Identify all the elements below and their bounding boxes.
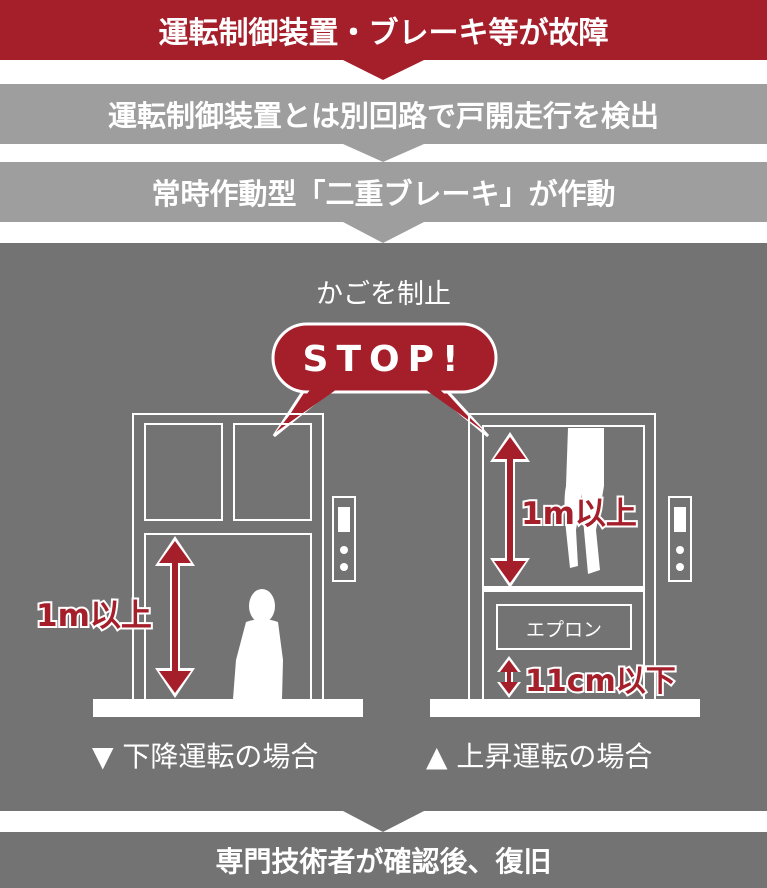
- right-floor: [430, 699, 700, 717]
- caption-stop-car: かごを制止: [316, 279, 451, 310]
- stop-text: STOP!: [303, 339, 467, 380]
- arrow-down-1: [343, 60, 424, 80]
- left-floor: [93, 699, 363, 717]
- descending-case-label: ▼ 下降運転の場合: [92, 740, 319, 773]
- left-measure-label: 1m以上: [36, 598, 152, 634]
- left-measure-arrow: [155, 536, 195, 698]
- final-step-band: 専門技術者が確認後、復旧: [0, 832, 767, 888]
- arrow-down-3: [343, 222, 424, 243]
- step-3-band: 常時作動型「二重ブレーキ」が作動: [0, 162, 767, 222]
- arrow-down-2: [343, 144, 424, 162]
- apron-label: エプロン: [526, 619, 602, 641]
- right-car-floor: [483, 586, 644, 592]
- step-1-text: 運転制御装置・ブレーキ等が故障: [158, 16, 609, 51]
- gap-measure-arrow: [497, 656, 521, 698]
- step-2-band: 運転制御装置とは別回路で戸開走行を検出: [0, 84, 767, 144]
- arrow-down-4: [343, 811, 424, 832]
- stop-bubble: STOP!: [271, 322, 498, 438]
- step-1-band: 運転制御装置・ブレーキ等が故障: [0, 0, 767, 60]
- right-person-legs-silhouette: [564, 428, 604, 574]
- right-measure-label: 1m以上: [521, 496, 637, 532]
- left-person-silhouette: [233, 589, 283, 699]
- gap-label: 11cm以下: [525, 664, 676, 699]
- step-2-text: 運転制御装置とは別回路で戸開走行を検出: [107, 99, 659, 133]
- right-call-panel: [668, 496, 692, 582]
- ascending-case-label: ▲ 上昇運転の場合: [426, 740, 653, 773]
- step-3-text: 常時作動型「二重ブレーキ」が作動: [151, 177, 616, 211]
- left-call-panel: [332, 496, 356, 582]
- final-step-text: 専門技術者が確認後、復旧: [215, 845, 552, 878]
- right-measure-arrow: [490, 432, 530, 588]
